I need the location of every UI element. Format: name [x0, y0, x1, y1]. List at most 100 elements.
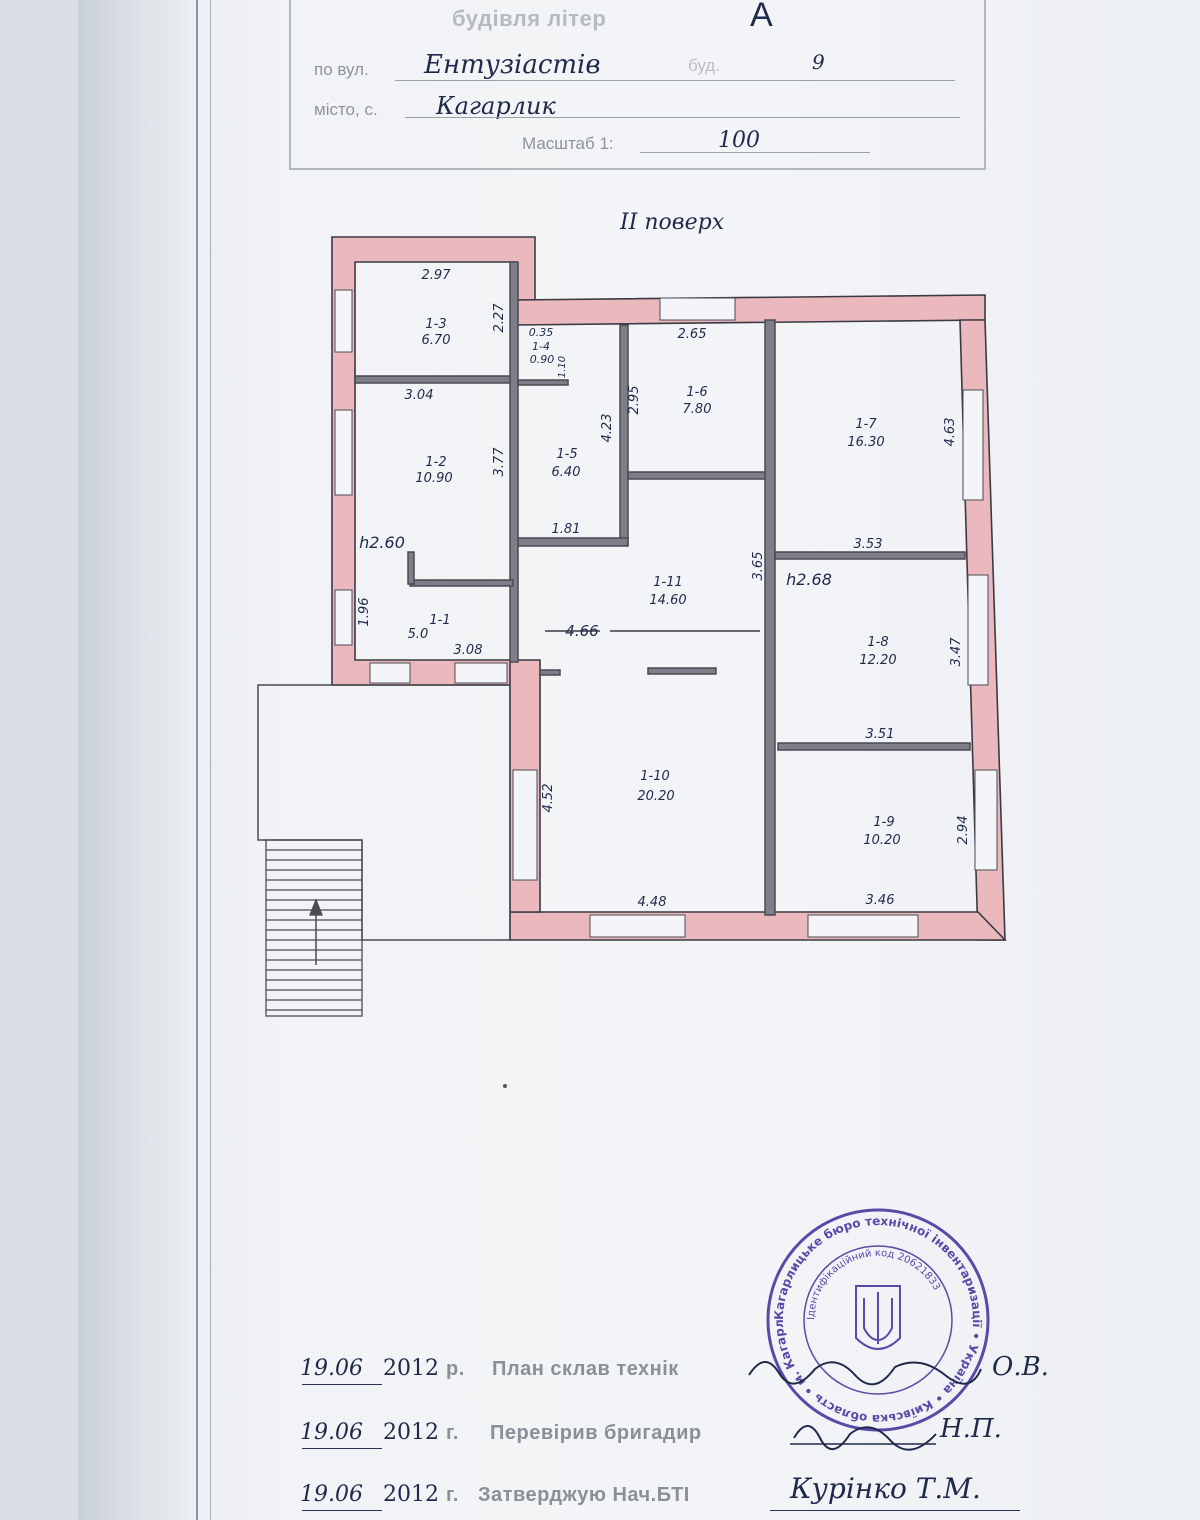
dimension-label: 2.65: [678, 327, 707, 342]
street-label: по вул.: [314, 60, 369, 79]
building-label: будівля літер: [452, 6, 607, 31]
room-id: 1-10: [640, 769, 670, 784]
ink-dot: [503, 1084, 507, 1088]
window: [807, 914, 919, 938]
signature-date: 19.06: [300, 1482, 363, 1507]
dimension-label: 2.27: [492, 303, 507, 333]
windows: [334, 289, 998, 938]
scale-underline: [640, 152, 870, 153]
room-id: 1-3: [425, 317, 446, 332]
room-id: 1-2: [425, 455, 446, 470]
stairs-outline: [265, 839, 363, 1017]
room-area: 5.0: [408, 627, 429, 642]
dimension-label: 1.10: [557, 356, 568, 378]
dimension-label: 3.08: [454, 643, 483, 658]
page-edge-line: [196, 0, 198, 1520]
dimension-label: 0.35: [529, 326, 554, 339]
dimension-label: 1.81: [552, 522, 581, 537]
wall-stub: [539, 669, 561, 676]
window: [369, 662, 411, 684]
window: [334, 289, 353, 353]
signature-suffix: г.: [446, 1484, 459, 1506]
window: [454, 662, 508, 684]
dimension-label: 1.96: [357, 598, 372, 627]
city-underline: [405, 117, 960, 118]
window: [512, 769, 538, 881]
signature-suffix: г.: [446, 1422, 459, 1444]
dimension-label: 3.65: [751, 552, 766, 581]
signature-name: Курінко Т.М.: [790, 1472, 981, 1505]
signature-suffix: р.: [446, 1358, 465, 1380]
wall-left-center: [509, 261, 519, 663]
signature-label: Затверджую Нач.БТІ: [478, 1484, 690, 1506]
room-area: 0.90: [530, 353, 555, 366]
header-form-box: [289, 0, 986, 170]
date-underline: [302, 1448, 382, 1449]
wall-1-5-bottom: [517, 537, 629, 547]
window: [659, 297, 736, 321]
street-underline: [395, 80, 955, 81]
street-value: Ентузіастів: [424, 50, 601, 80]
signature-name: Н.П.: [940, 1414, 1002, 1444]
dimension-label: 3.04: [405, 388, 434, 403]
trident-emblem-icon: [855, 1285, 901, 1350]
dimension-label: 3.51: [866, 727, 895, 742]
document-page: [78, 0, 1200, 1520]
wall-bottom: [509, 911, 1007, 941]
room-id: 1-7: [855, 417, 877, 432]
dimension-label: 4.23: [600, 414, 615, 443]
signature-label: План склав технік: [492, 1358, 679, 1380]
window: [334, 589, 353, 646]
signature-date: 19.06: [300, 1356, 363, 1381]
room-area: 16.30: [847, 435, 884, 450]
window: [334, 409, 353, 496]
room-id: 1-9: [873, 815, 894, 830]
number-label: буд.: [688, 56, 720, 75]
wall-1-5-1-6: [619, 324, 629, 546]
window: [974, 769, 998, 871]
scale-label: Масштаб 1:: [522, 134, 614, 153]
room-id: 1-8: [867, 635, 888, 650]
wall-1-8-1-9: [777, 742, 971, 751]
room-id: 1-1: [429, 613, 450, 628]
page-edge-line: [210, 0, 211, 1520]
city-value: Кагарлик: [436, 92, 556, 120]
room-id: 1-5: [556, 447, 577, 462]
city-label: місто, с.: [314, 100, 378, 119]
dimension-labels: 2.97 2.27 3.04 3.77 h2.60 1.96 3.08 0.35…: [357, 268, 971, 910]
room-area: 12.20: [859, 653, 896, 668]
wall-1-3-1-2: [354, 375, 514, 384]
window: [962, 389, 984, 501]
dimension-label: 2.95: [627, 386, 642, 415]
dimension-label: 3.47: [949, 637, 964, 667]
stamp-code: Ідентифікаційний код 20621833: [806, 1248, 942, 1320]
signature-year: 2012: [383, 1482, 439, 1507]
number-value: 9: [812, 50, 825, 74]
dimension-label: 3.46: [866, 893, 895, 908]
room-id: 1-11: [653, 575, 683, 590]
dimension-label: 2.94: [956, 816, 971, 845]
room-area: 14.60: [649, 593, 686, 608]
interior-walls: [354, 261, 971, 916]
room-id: 1-6: [686, 385, 707, 400]
wall-partition: [647, 667, 717, 675]
book-spine-shadow: [78, 0, 188, 1520]
handwritten-signature-2: [790, 1425, 937, 1451]
terrace-outline: [257, 684, 511, 941]
window: [967, 574, 989, 686]
wall-1-4: [517, 379, 569, 386]
floor-label: ІІ поверх: [620, 210, 725, 235]
wall-1-7-1-8: [774, 551, 966, 560]
wall-1-1-top: [409, 579, 514, 587]
staircase: [265, 839, 363, 1017]
dimension-label: 4.66: [565, 622, 598, 640]
room-area: 6.40: [552, 465, 581, 480]
scale-value: 100: [718, 128, 760, 153]
dimension-label: 4.52: [541, 784, 556, 813]
stair-arrow-head: [309, 898, 323, 916]
handwritten-signature-1: [748, 1361, 982, 1386]
signature-name: О.В.: [992, 1352, 1049, 1382]
stair-steps: [266, 849, 362, 1011]
name-underline: [770, 1510, 1020, 1511]
